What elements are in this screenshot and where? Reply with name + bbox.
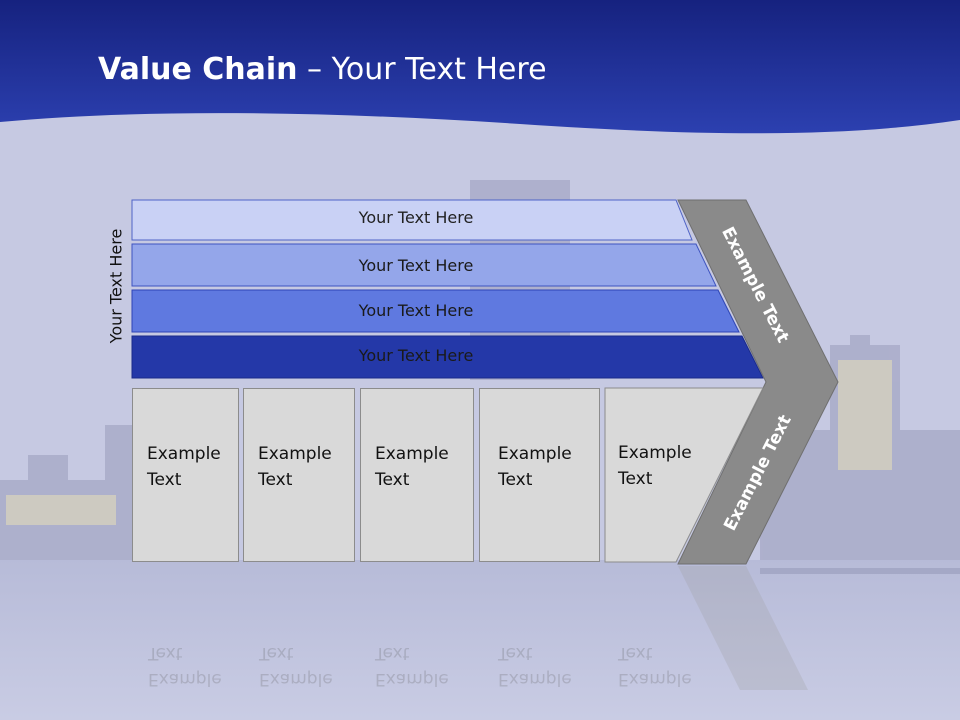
example-box-4: Example Text: [479, 388, 600, 562]
box-1-text: Example Text: [147, 441, 221, 493]
band-1-label: Your Text Here: [358, 208, 474, 227]
box-4-line2: Text: [498, 470, 533, 490]
box-3-text: Example Text: [375, 441, 449, 493]
bridge: [760, 568, 960, 574]
box-2-text: Example Text: [258, 441, 332, 493]
box-3-line1: Example: [375, 444, 449, 464]
box-2-line2: Text: [258, 470, 293, 490]
title-rest: – Your Text Here: [297, 52, 547, 87]
chevron-reflection: [678, 566, 808, 690]
last-box-shape: [604, 387, 764, 563]
box-5-line2: Text: [618, 469, 653, 489]
chevron-arrow: [677, 199, 839, 565]
band-3-label: Your Text Here: [358, 301, 474, 320]
band-4: [131, 335, 764, 379]
band-2-label: Your Text Here: [358, 256, 474, 275]
band-2: [131, 243, 717, 287]
box-2-line1: Example: [258, 444, 332, 464]
band-3: [131, 289, 740, 333]
band-1: [131, 199, 693, 241]
water-area: [0, 560, 960, 720]
slide-title: Value Chain – Your Text Here: [98, 52, 547, 87]
box-4-line1: Example: [498, 444, 572, 464]
box-1-line1: Example: [147, 444, 221, 464]
example-box-2: Example Text: [243, 388, 355, 562]
box-3-line2: Text: [375, 470, 410, 490]
title-bold: Value Chain: [98, 52, 298, 87]
band-4-label: Your Text Here: [358, 346, 474, 365]
box-5-line1: Example: [618, 443, 692, 463]
example-box-3: Example Text: [360, 388, 474, 562]
example-box-5: Example Text: [605, 388, 755, 562]
box-4-text: Example Text: [498, 441, 572, 493]
header-wave: [0, 0, 960, 134]
example-box-1: Example Text: [132, 388, 239, 562]
box-1-line2: Text: [147, 470, 182, 490]
box-5-text: Example Text: [618, 440, 692, 492]
